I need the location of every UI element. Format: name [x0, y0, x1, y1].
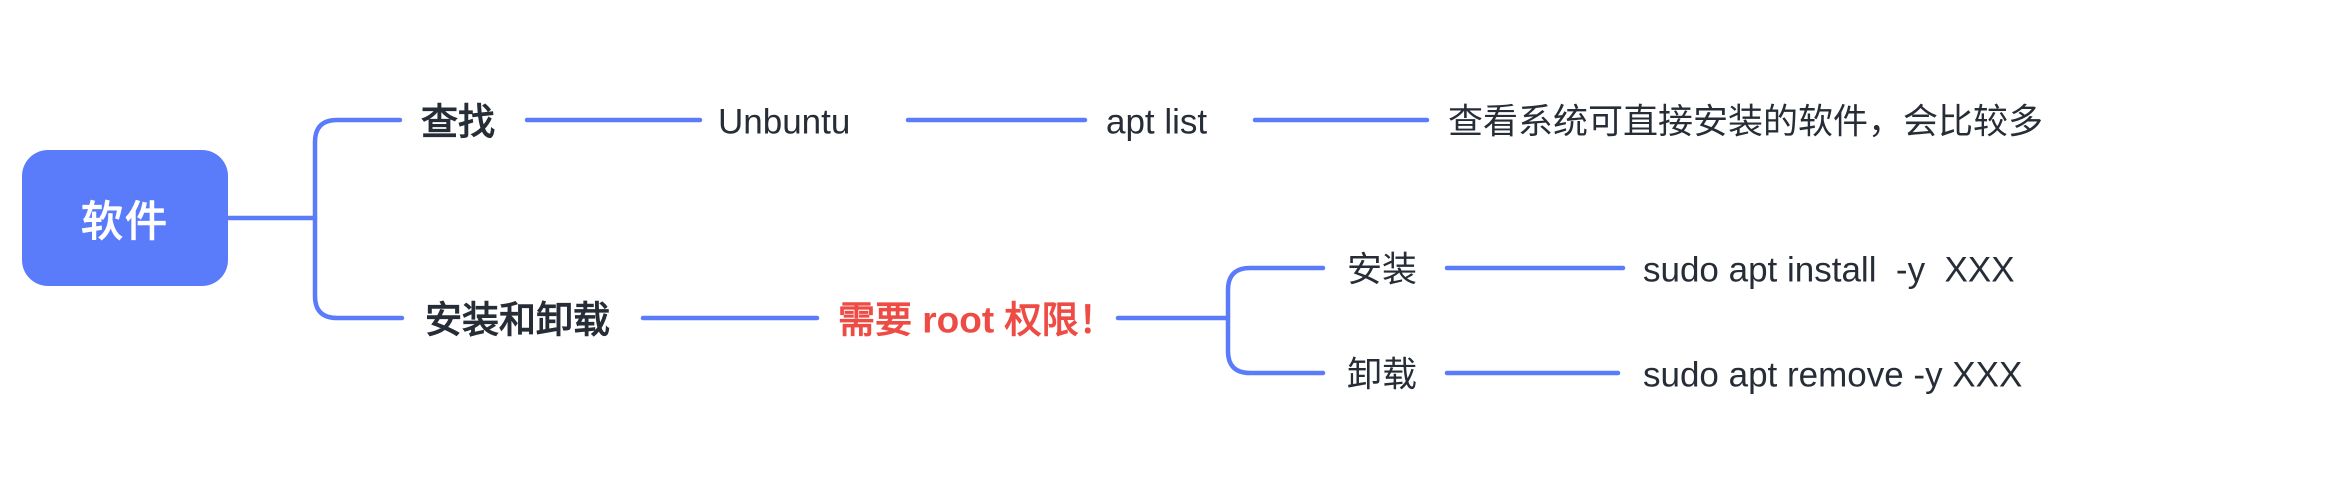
node-root-permission-note[interactable]: 需要 root 权限！: [838, 299, 1116, 341]
node-install[interactable]: 安装: [1347, 250, 1418, 290]
node-uninstall-command[interactable]: sudo apt remove -y XXX: [1643, 355, 2023, 395]
root-node-software[interactable]: 软件: [22, 150, 228, 286]
connector-bracket-level2: [1225, 265, 1326, 376]
root-node-label: 软件: [80, 197, 169, 245]
node-unbuntu[interactable]: Unbuntu: [718, 102, 851, 142]
node-install-command[interactable]: sudo apt install -y XXX: [1643, 250, 2015, 290]
node-install-uninstall[interactable]: 安装和卸载: [425, 299, 610, 341]
node-uninstall[interactable]: 卸载: [1347, 355, 1418, 395]
node-find[interactable]: 查找: [421, 101, 495, 143]
connector-bracket-level1: [312, 117, 405, 321]
node-apt-list-description[interactable]: 查看系统可直接安装的软件，会比较多: [1448, 102, 2044, 142]
node-apt-list[interactable]: apt list: [1106, 102, 1208, 142]
